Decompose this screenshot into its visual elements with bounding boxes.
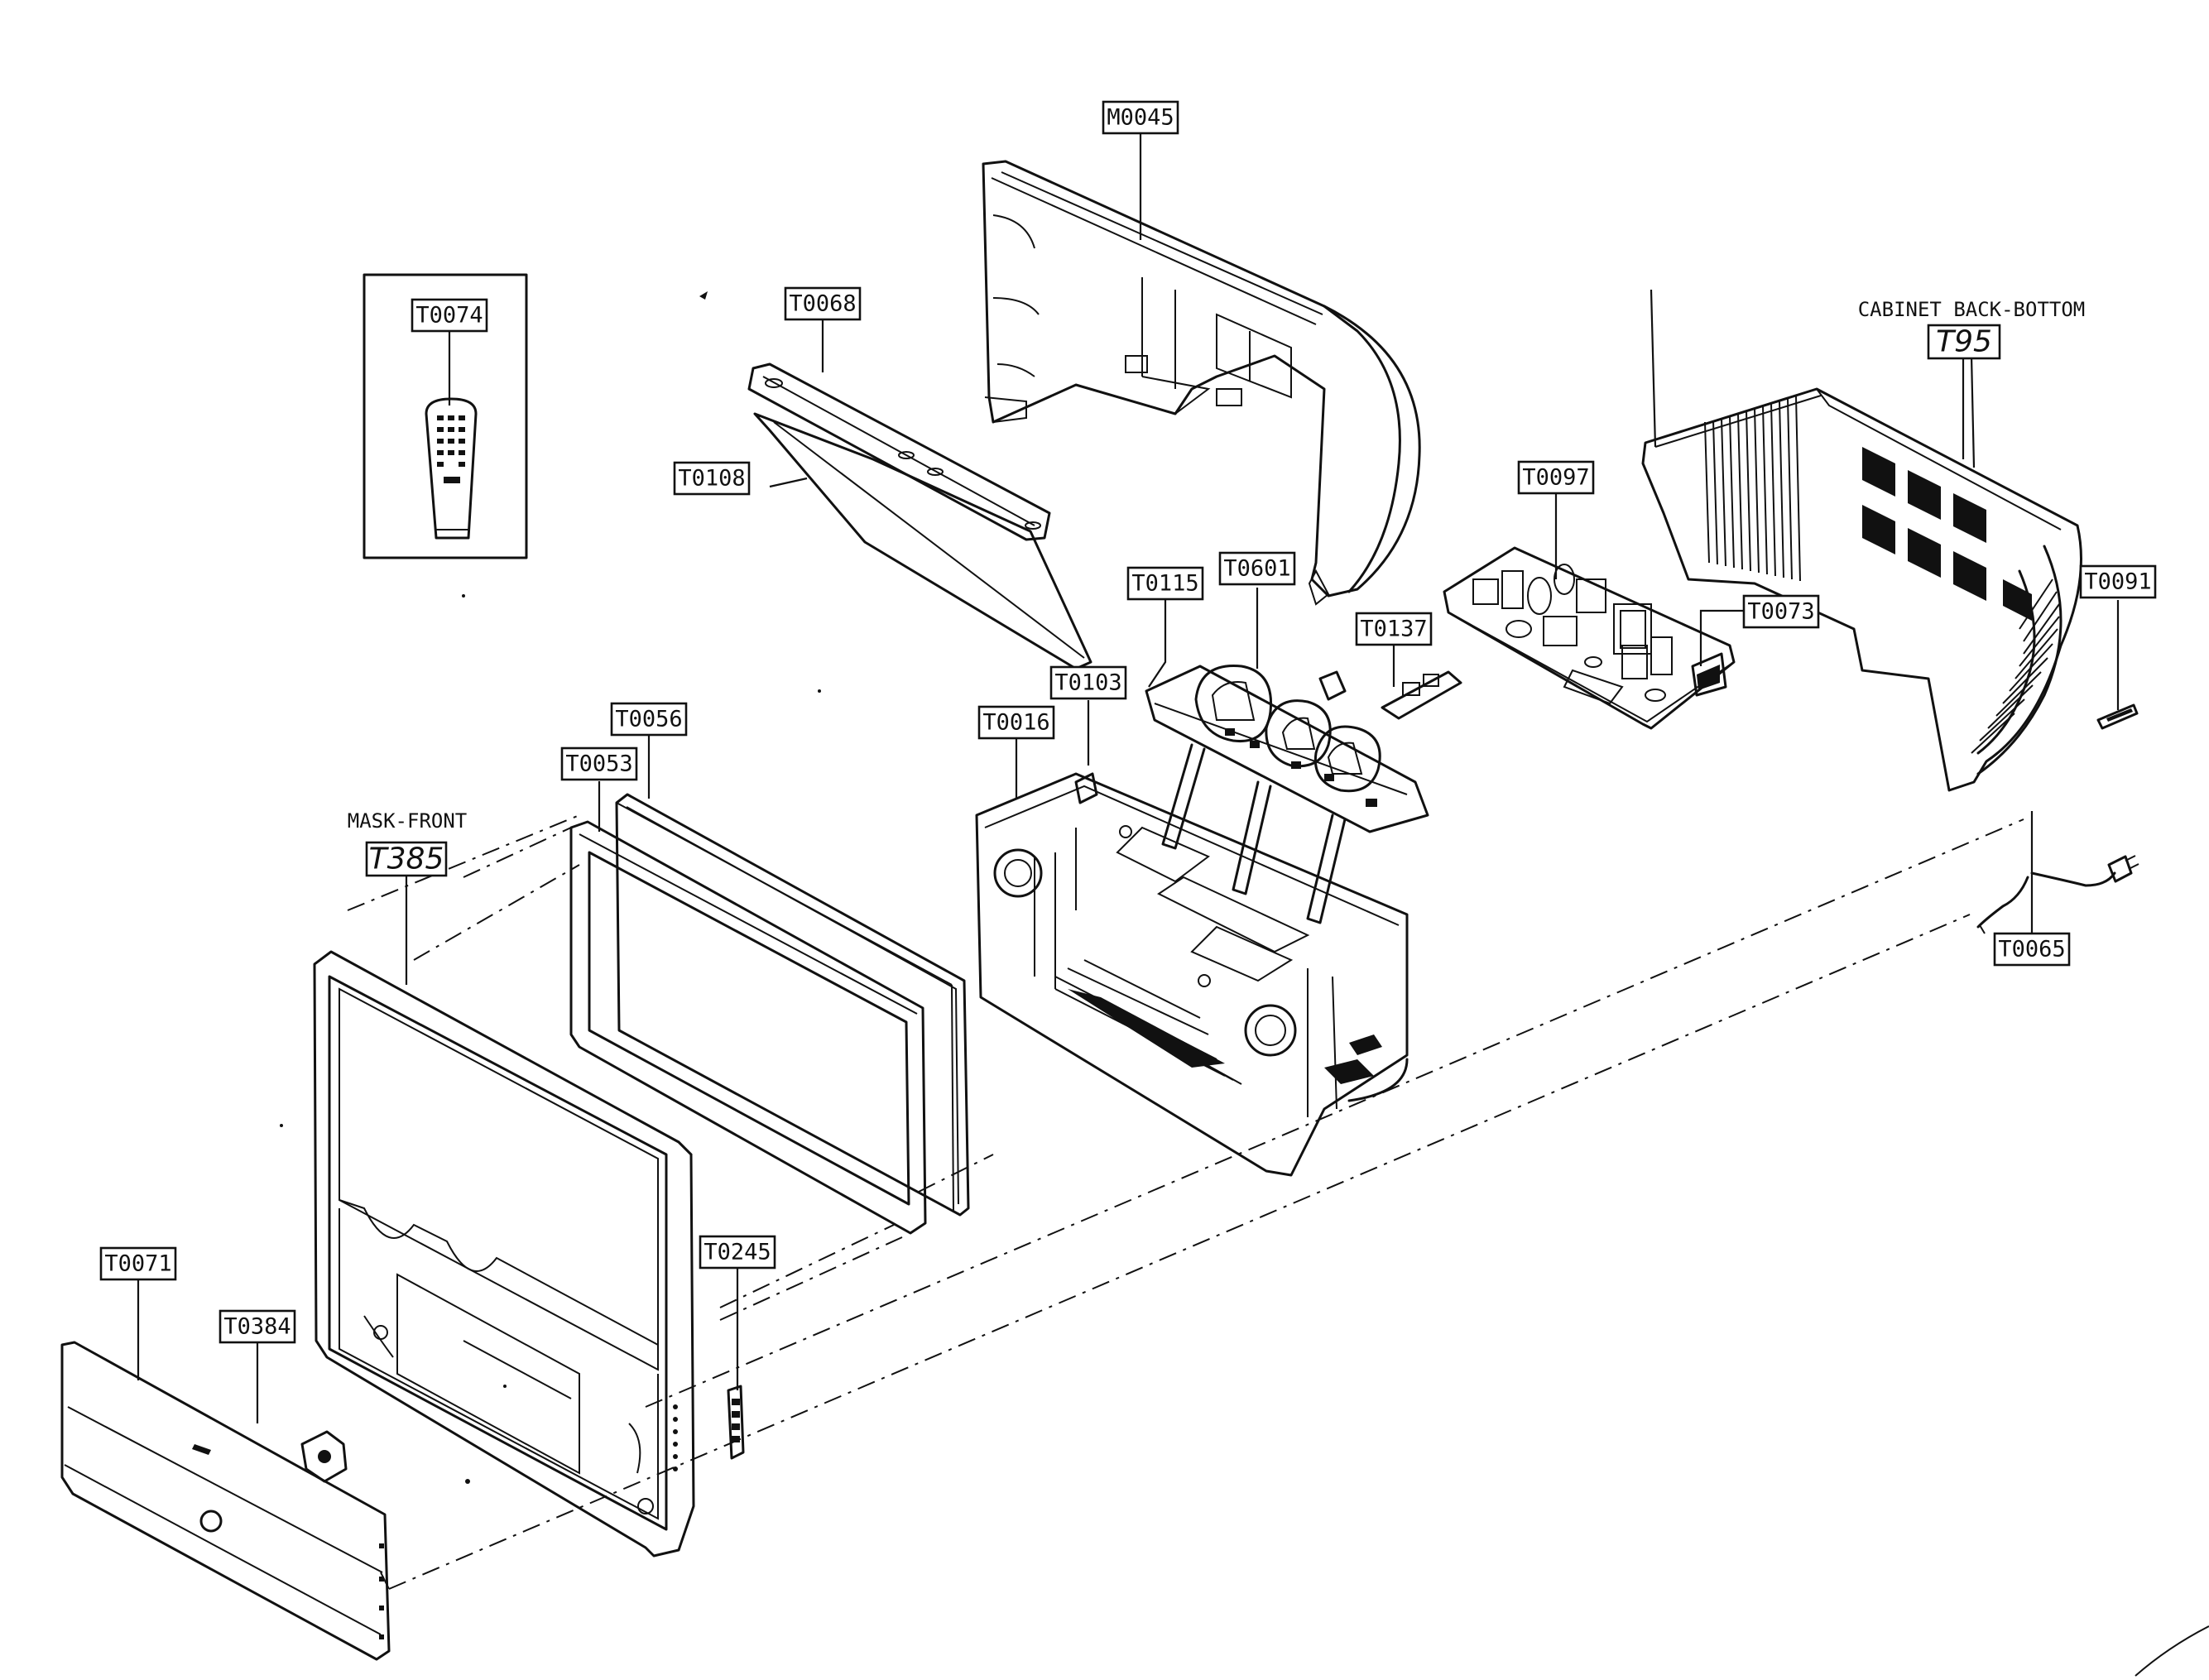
svg-text:T0016: T0016 <box>982 710 1049 736</box>
svg-text:T0115: T0115 <box>1131 571 1198 597</box>
svg-text:T0071: T0071 <box>104 1251 171 1277</box>
label-T0108: T0108 <box>673 461 751 496</box>
label-T0137: T0137 <box>1355 612 1433 646</box>
label-T0074: T0074 <box>411 298 488 333</box>
label-T0068: T0068 <box>784 286 862 321</box>
front-door-part <box>60 1341 391 1661</box>
mirror-panel-part <box>753 412 1092 670</box>
alignment-lines <box>347 814 2024 1590</box>
remote-control-part <box>363 273 528 559</box>
svg-text:T0073: T0073 <box>1747 599 1814 625</box>
speck-marks <box>280 291 821 1484</box>
svg-text:T0065: T0065 <box>1998 937 2065 962</box>
svg-text:CABINET BACK-BOTTOM: CABINET BACK-BOTTOM <box>1858 298 2086 321</box>
small-board-part <box>1318 670 1462 720</box>
svg-text:T385: T385 <box>369 842 444 876</box>
leader-lines <box>137 134 2120 1423</box>
svg-text:T0245: T0245 <box>704 1240 771 1265</box>
svg-text:T0601: T0601 <box>1223 556 1290 582</box>
svg-text:T0091: T0091 <box>2084 569 2151 595</box>
part-labels: M0045 T0074 T0068 T0108 T0097 T0091 T007… <box>99 100 2157 1344</box>
cabinet-back-bottom-part <box>1641 387 2082 792</box>
side-control-part <box>727 1385 745 1460</box>
label-T0115: T0115 <box>1126 566 1204 601</box>
chassis-frame-part <box>975 772 1409 1177</box>
svg-text:T0108: T0108 <box>678 466 745 492</box>
svg-text:T0068: T0068 <box>789 291 856 317</box>
svg-text:T0384: T0384 <box>223 1314 291 1340</box>
label-T0071: T0071 <box>99 1246 177 1281</box>
caption-cabinet-back-bottom: CABINET BACK-BOTTOM T95 <box>1858 298 2086 360</box>
label-M0045: M0045 <box>1102 100 1179 135</box>
lens-bracket-part <box>1074 665 1429 953</box>
caption-mask-front: MASK-FRONT T385 <box>348 809 468 877</box>
label-T0091: T0091 <box>2079 564 2157 599</box>
switch-part <box>300 1430 348 1483</box>
small-plate-part <box>2096 703 2139 730</box>
label-T0601: T0601 <box>1218 551 1296 586</box>
svg-text:T95: T95 <box>1936 325 1992 359</box>
svg-text:M0045: M0045 <box>1107 105 1174 131</box>
mirror-bracket-part <box>747 362 1051 541</box>
power-cord-part <box>1976 855 2139 934</box>
label-T0065: T0065 <box>1993 932 2071 967</box>
label-T0384: T0384 <box>218 1309 296 1344</box>
mask-front-part <box>313 950 695 1558</box>
main-circuit-board-part <box>1443 546 1736 730</box>
svg-text:T0103: T0103 <box>1054 670 1121 696</box>
svg-text:T0056: T0056 <box>615 707 682 732</box>
svg-text:T0074: T0074 <box>415 303 483 329</box>
svg-text:T0097: T0097 <box>1522 465 1589 491</box>
svg-text:T0137: T0137 <box>1360 617 1427 642</box>
screen-frame-part <box>569 820 927 1235</box>
label-T0097: T0097 <box>1517 460 1595 495</box>
label-T0016: T0016 <box>977 705 1055 740</box>
corner-arc <box>2135 1625 2209 1677</box>
label-T0073: T0073 <box>1742 594 1820 629</box>
svg-text:MASK-FRONT: MASK-FRONT <box>348 809 468 833</box>
cabinet-top-part <box>982 160 1421 606</box>
label-T0053: T0053 <box>560 746 638 781</box>
svg-text:T0053: T0053 <box>565 751 632 777</box>
label-T0103: T0103 <box>1049 665 1127 700</box>
screen-glass-part <box>615 793 970 1217</box>
label-T0245: T0245 <box>699 1235 776 1270</box>
label-T0056: T0056 <box>610 702 688 737</box>
